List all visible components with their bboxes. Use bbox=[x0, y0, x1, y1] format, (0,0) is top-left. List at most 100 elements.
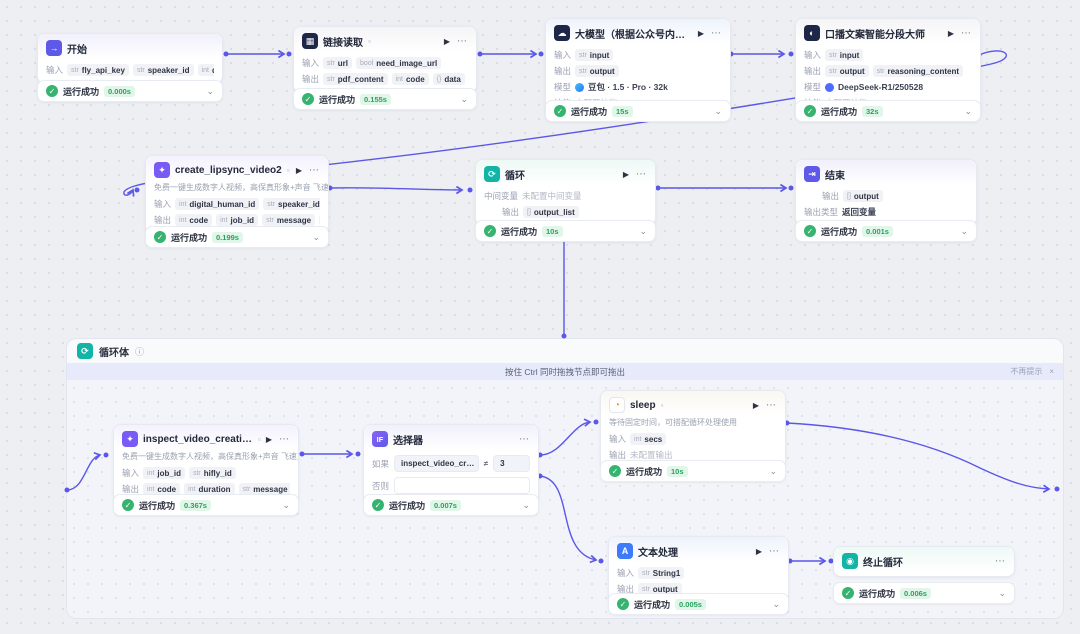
chevron-down-icon[interactable]: ⌄ bbox=[460, 93, 468, 104]
node-title: 选择器 bbox=[393, 435, 423, 447]
chevron-down-icon[interactable]: ⌄ bbox=[772, 598, 780, 609]
model-label: 模型 bbox=[554, 82, 572, 92]
status-bar-text-process[interactable]: ✓ 运行成功 0.005s ⌄ bbox=[608, 593, 789, 615]
node-title: 循环 bbox=[505, 170, 525, 182]
play-icon[interactable]: ▶ bbox=[443, 36, 450, 46]
chevron-down-icon[interactable]: ⌄ bbox=[769, 465, 777, 476]
close-icon[interactable]: × bbox=[1049, 367, 1054, 376]
status-time: 0.155s bbox=[360, 93, 391, 105]
chevron-down-icon[interactable]: ⌄ bbox=[960, 225, 968, 236]
more-icon[interactable]: ⋯ bbox=[636, 168, 647, 180]
chevron-down-icon[interactable]: ⌄ bbox=[998, 587, 1006, 598]
play-icon[interactable]: ▶ bbox=[265, 434, 272, 444]
node-inspect-video[interactable]: ✦ inspect_video_creation_sta… ▫ ▶ ⋯ 免费一键… bbox=[113, 424, 299, 503]
chevron-down-icon[interactable]: ⌄ bbox=[522, 499, 530, 510]
more-icon[interactable]: ⋯ bbox=[766, 399, 777, 411]
chevron-down-icon[interactable]: ⌄ bbox=[312, 231, 320, 242]
node-description: 等待固定时间，可搭配循环处理使用 bbox=[609, 418, 737, 427]
chevron-down-icon[interactable]: ⌄ bbox=[964, 105, 972, 116]
status-bar-loop[interactable]: ✓ 运行成功 10s ⌄ bbox=[475, 220, 656, 242]
more-icon[interactable]: ⋯ bbox=[309, 164, 320, 176]
llm-icon: ☁ bbox=[554, 25, 570, 41]
success-icon: ✓ bbox=[554, 105, 566, 117]
output-label: 输出 bbox=[502, 207, 520, 217]
dismiss-hint-link[interactable]: 不再提示 bbox=[1010, 367, 1043, 376]
node-create-lipsync[interactable]: ✦ create_lipsync_video2 ▫ ▶ ⋯ 免费一键生成数字人视… bbox=[145, 155, 329, 234]
play-icon[interactable]: ▶ bbox=[755, 546, 762, 556]
status-time: 0.007s bbox=[430, 499, 461, 511]
status-time: 0.367s bbox=[180, 499, 211, 511]
drag-hint-text: 按住 Ctrl 同时拖拽节点即可拖出 bbox=[505, 366, 625, 377]
plugin-badge-icon: ▫ bbox=[368, 36, 371, 46]
more-icon[interactable]: ⋯ bbox=[279, 433, 290, 445]
node-selector[interactable]: IF 选择器 ⋯ 如果 inspect_video_cr… ≠ 3 否则 bbox=[363, 424, 539, 503]
text-process-icon: A bbox=[617, 543, 633, 559]
if-label: 如果 bbox=[372, 458, 390, 469]
status-bar-sleep[interactable]: ✓ 运行成功 10s ⌄ bbox=[600, 460, 786, 482]
chevron-down-icon[interactable]: ⌄ bbox=[639, 225, 647, 236]
break-loop-icon: ◉ bbox=[842, 553, 858, 569]
input-label: 输入 bbox=[302, 58, 320, 68]
status-text: 运行成功 bbox=[626, 466, 663, 477]
info-icon[interactable]: ⓘ bbox=[135, 346, 145, 357]
status-bar-start[interactable]: ✓ 运行成功 0.000s ⌄ bbox=[37, 80, 223, 102]
status-bar-selector[interactable]: ✓ 运行成功 0.007s ⌄ bbox=[363, 494, 539, 516]
play-icon[interactable]: ▶ bbox=[622, 169, 629, 179]
success-icon: ✓ bbox=[804, 225, 816, 237]
more-icon[interactable]: ⋯ bbox=[711, 27, 722, 39]
status-bar-llm[interactable]: ✓ 运行成功 15s ⌄ bbox=[545, 100, 731, 122]
node-loop[interactable]: ⟳ 循环 ▶ ⋯ 中间变量 未配置中间变量 输出 []output_list bbox=[475, 159, 656, 226]
more-icon[interactable]: ⋯ bbox=[769, 545, 780, 557]
play-icon[interactable]: ▶ bbox=[947, 28, 954, 38]
sleep-icon: ◔ bbox=[609, 397, 625, 413]
node-title: sleep bbox=[630, 399, 656, 411]
inspect-plugin-icon: ✦ bbox=[122, 431, 138, 447]
status-text: 运行成功 bbox=[319, 94, 356, 105]
chevron-down-icon[interactable]: ⌄ bbox=[206, 85, 214, 96]
play-icon[interactable]: ▶ bbox=[752, 400, 759, 410]
condition-right[interactable]: 3 bbox=[493, 455, 530, 472]
status-bar-break-loop[interactable]: ✓ 运行成功 0.006s ⌄ bbox=[833, 582, 1015, 604]
node-title: 终止循环 bbox=[863, 557, 903, 569]
status-bar-link-reader[interactable]: ✓ 运行成功 0.155s ⌄ bbox=[293, 88, 477, 110]
status-text: 运行成功 bbox=[501, 226, 538, 237]
play-icon[interactable]: ▶ bbox=[697, 28, 704, 38]
more-icon[interactable]: ⋯ bbox=[995, 555, 1006, 567]
link-reader-icon: ▦ bbox=[302, 33, 318, 49]
midvar-label: 中间变量 bbox=[484, 191, 519, 201]
status-bar-segmenter[interactable]: ✓ 运行成功 32s ⌄ bbox=[795, 100, 981, 122]
play-icon[interactable]: ▶ bbox=[295, 165, 302, 175]
more-icon[interactable]: ⋯ bbox=[519, 433, 530, 445]
status-bar-end[interactable]: ✓ 运行成功 0.001s ⌄ bbox=[795, 220, 977, 242]
else-branch-box[interactable] bbox=[394, 477, 530, 494]
node-break-loop[interactable]: ◉ 终止循环 ⋯ bbox=[833, 546, 1015, 577]
chevron-down-icon[interactable]: ⌄ bbox=[282, 499, 290, 510]
midvar-value: 未配置中间变量 bbox=[522, 191, 582, 201]
plugin-badge-icon: ▫ bbox=[660, 400, 664, 410]
status-bar-inspect[interactable]: ✓ 运行成功 0.367s ⌄ bbox=[113, 494, 299, 516]
more-icon[interactable]: ⋯ bbox=[457, 35, 468, 47]
node-end[interactable]: ⇥ 结束 输出 []output 输出类型 返回变量 bbox=[795, 159, 977, 226]
condition-left[interactable]: inspect_video_cr… bbox=[394, 455, 479, 472]
more-icon[interactable]: ⋯ bbox=[961, 27, 972, 39]
chevron-down-icon[interactable]: ⌄ bbox=[714, 105, 722, 116]
if-icon: IF bbox=[372, 431, 388, 447]
input-label: 输入 bbox=[122, 468, 140, 478]
condition-operator[interactable]: ≠ bbox=[483, 459, 489, 468]
status-time: 0.199s bbox=[212, 231, 243, 243]
status-bar-create-lipsync[interactable]: ✓ 运行成功 0.199s ⌄ bbox=[145, 226, 329, 248]
